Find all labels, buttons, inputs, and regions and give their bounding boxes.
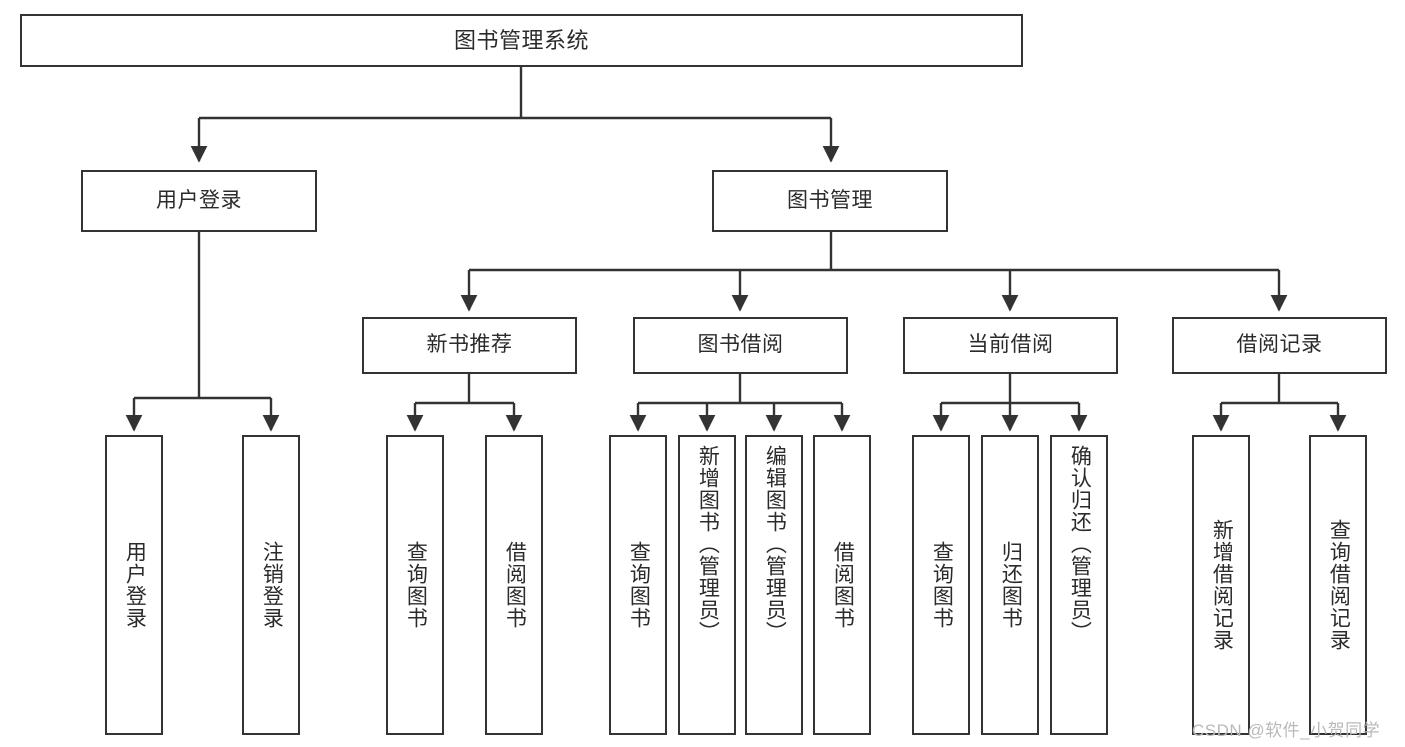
leaf-logout-login[interactable]: 注销登录 xyxy=(242,435,300,735)
node-label: 用户登录 xyxy=(156,188,242,212)
node-label: 查询图书 xyxy=(930,541,954,629)
node-current-borrow[interactable]: 当前借阅 xyxy=(903,317,1118,374)
node-label: 查询图书 xyxy=(404,541,428,629)
node-label: 注销登录 xyxy=(260,541,284,629)
leaf-confirm-return-admin[interactable]: 确认归还（管理员） xyxy=(1050,435,1108,735)
node-root-system[interactable]: 图书管理系统 xyxy=(20,14,1023,67)
node-label: 归还图书 xyxy=(999,541,1023,629)
node-label: 借阅图书 xyxy=(831,541,855,629)
node-user-login[interactable]: 用户登录 xyxy=(81,170,317,232)
leaf-return-book[interactable]: 归还图书 xyxy=(981,435,1039,735)
leaf-borrow-book-new-rec[interactable]: 借阅图书 xyxy=(485,435,543,735)
node-label: 新书推荐 xyxy=(426,333,513,357)
node-label: 图书借阅 xyxy=(697,333,784,357)
leaf-add-borrow-record[interactable]: 新增借阅记录 xyxy=(1192,435,1250,735)
node-label: 图书管理系统 xyxy=(453,27,589,53)
node-label: 借阅图书 xyxy=(503,541,527,629)
node-label: 借阅记录 xyxy=(1236,333,1323,357)
node-label: 用户登录 xyxy=(123,541,147,629)
node-borrow-record[interactable]: 借阅记录 xyxy=(1172,317,1387,374)
leaf-edit-book-admin[interactable]: 编辑图书（管理员） xyxy=(745,435,803,735)
node-label: 确认归还（管理员） xyxy=(1068,445,1092,643)
leaf-borrow-book-borrow[interactable]: 借阅图书 xyxy=(813,435,871,735)
watermark-text: CSDN @软件_小贺同学 xyxy=(1192,721,1381,740)
leaf-query-book-borrow[interactable]: 查询图书 xyxy=(609,435,667,735)
leaf-query-book-current[interactable]: 查询图书 xyxy=(912,435,970,735)
leaf-user-login[interactable]: 用户登录 xyxy=(105,435,163,735)
leaf-add-book-admin[interactable]: 新增图书（管理员） xyxy=(678,435,736,735)
node-label: 当前借阅 xyxy=(967,333,1054,357)
node-label: 查询图书 xyxy=(627,541,651,629)
node-label: 新增借阅记录 xyxy=(1210,519,1234,651)
node-new-book-rec[interactable]: 新书推荐 xyxy=(362,317,577,374)
node-book-manage[interactable]: 图书管理 xyxy=(712,170,948,232)
node-label: 图书管理 xyxy=(787,188,873,212)
leaf-query-borrow-record[interactable]: 查询借阅记录 xyxy=(1309,435,1367,735)
node-book-borrow[interactable]: 图书借阅 xyxy=(633,317,848,374)
node-label: 新增图书（管理员） xyxy=(696,445,720,643)
node-label: 查询借阅记录 xyxy=(1327,519,1351,651)
node-label: 编辑图书（管理员） xyxy=(763,445,787,643)
leaf-query-book-new-rec[interactable]: 查询图书 xyxy=(386,435,444,735)
